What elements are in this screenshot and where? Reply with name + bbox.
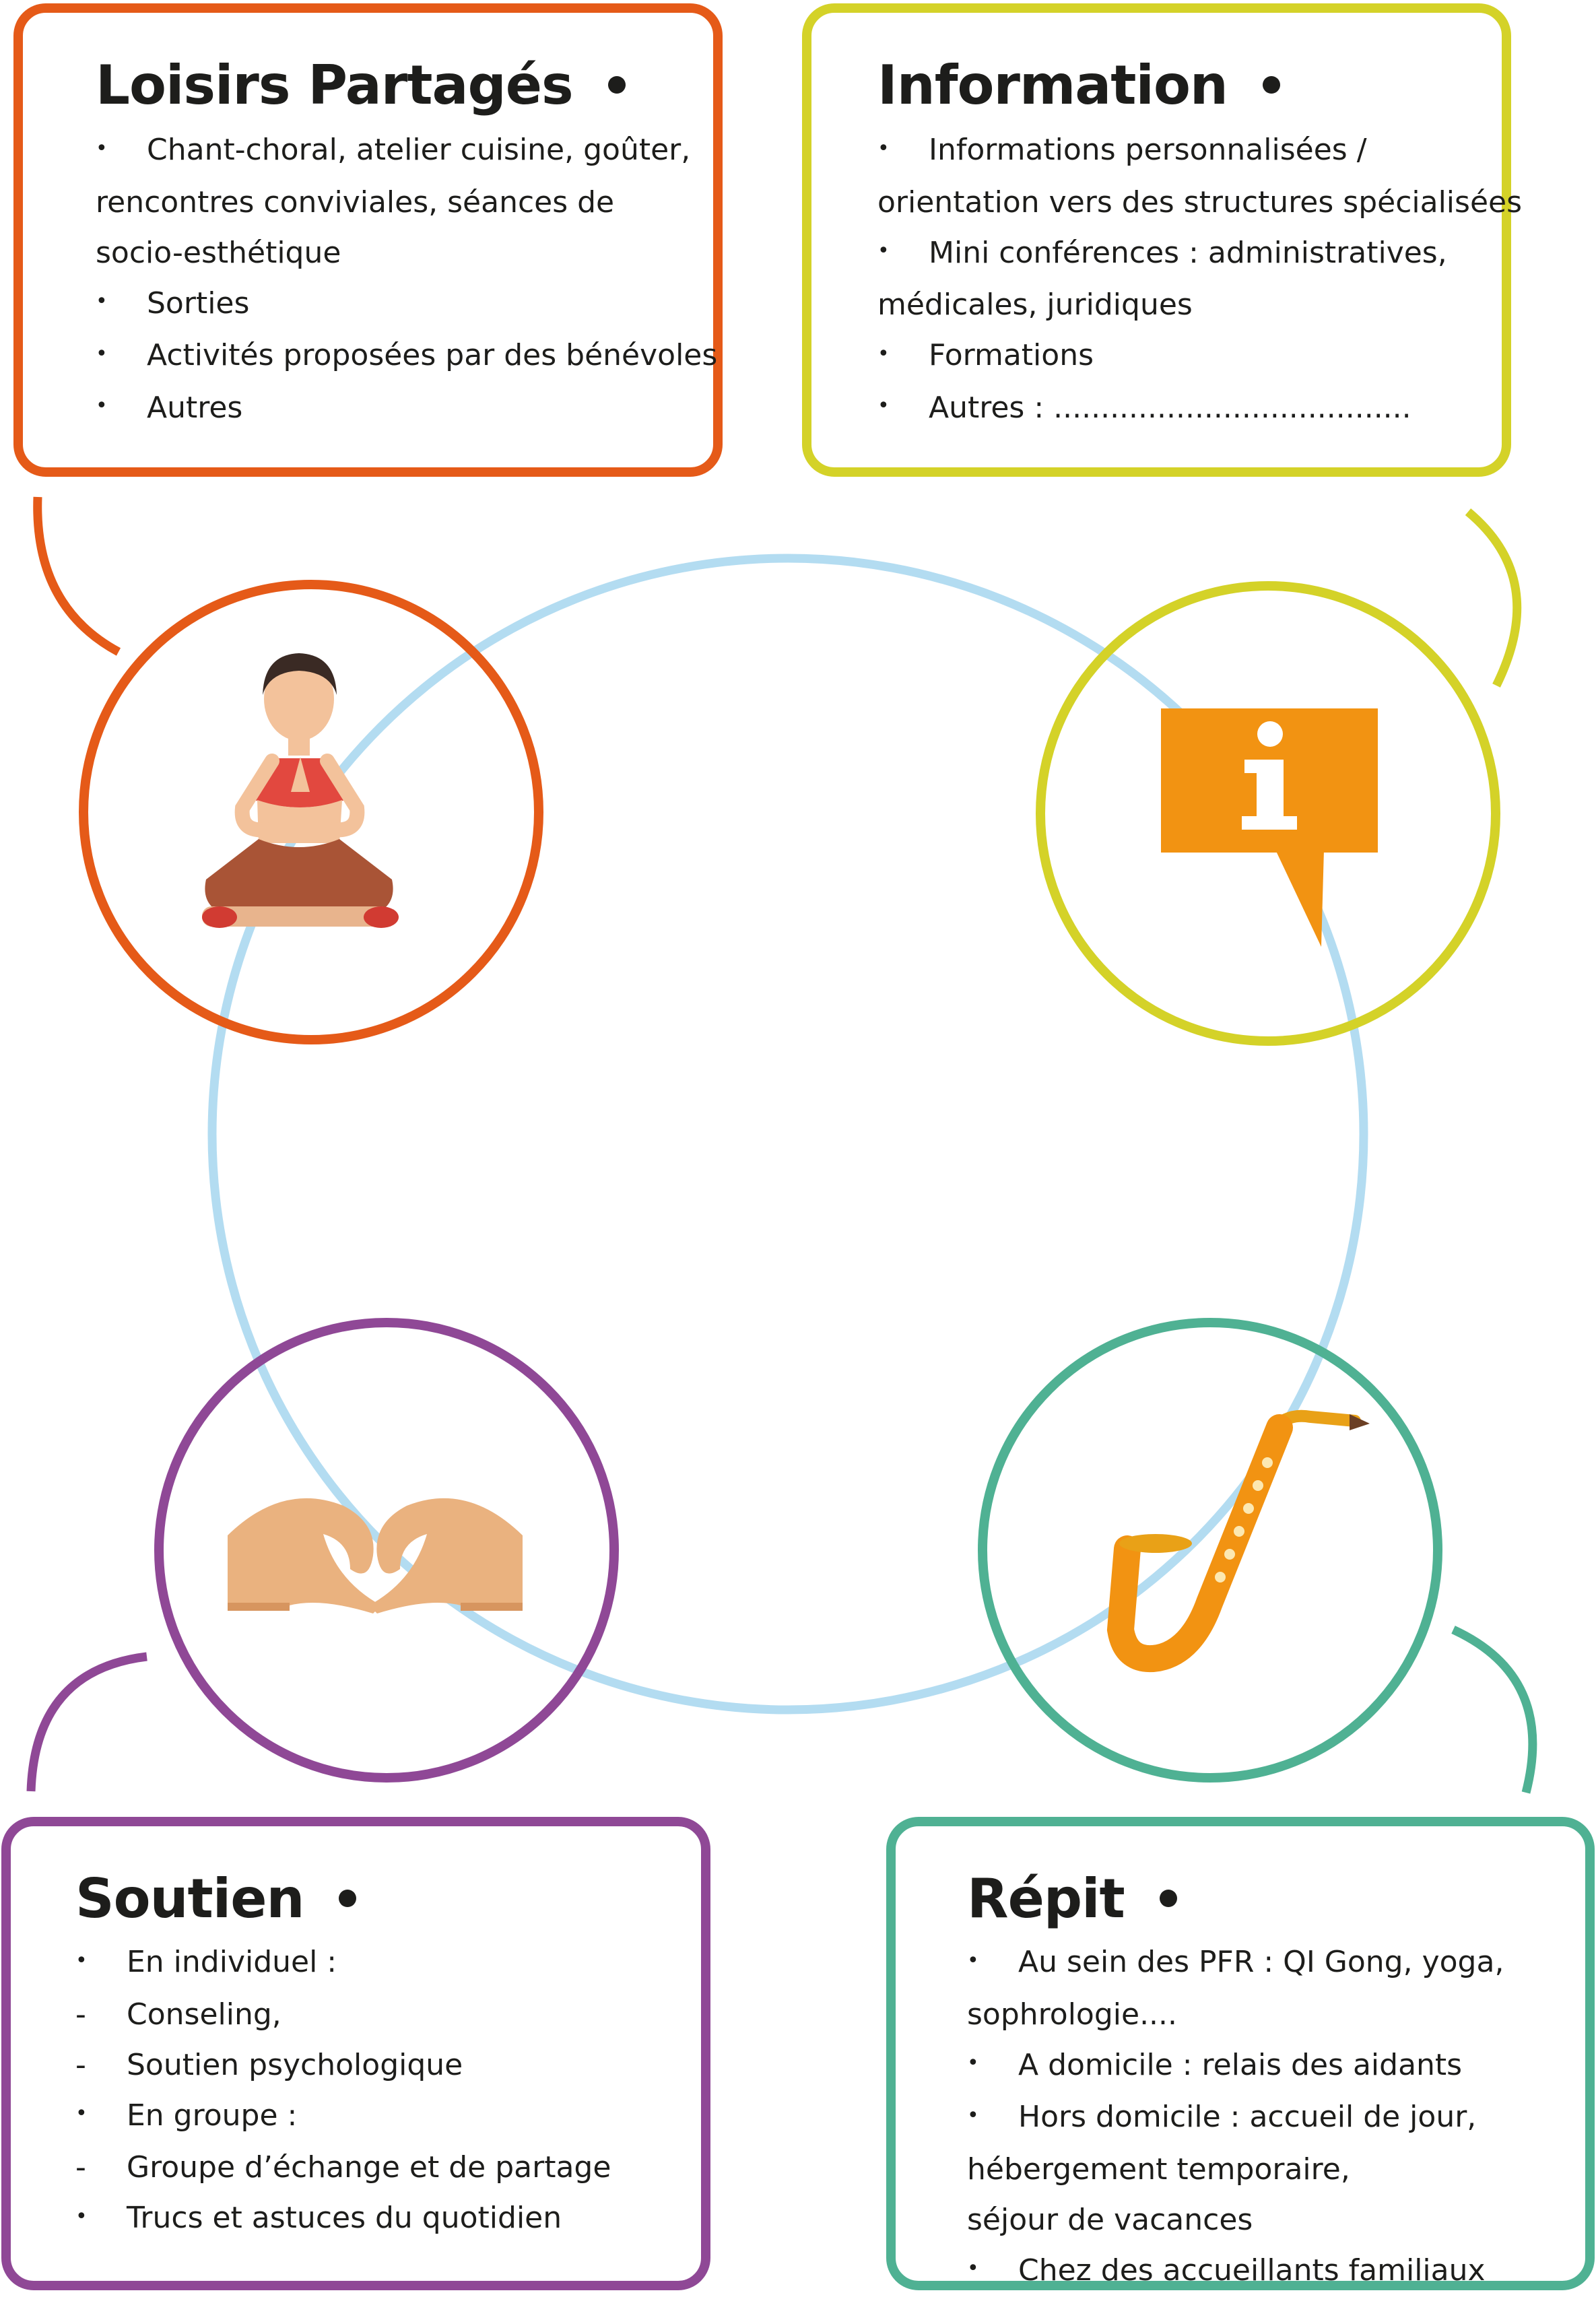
list-item: •Chez des accueillants familiaux (967, 2245, 1504, 2297)
soutien-card: Soutien •En individuel : -Conseling, -So… (1, 1817, 710, 2290)
list-item: •Informations personnalisées / (877, 125, 1522, 177)
list-item: •Au sein des PFR : QI Gong, yoga, (967, 1937, 1504, 1989)
card-title-repit: Répit (967, 1872, 1177, 1926)
heart-hands-icon (228, 1498, 523, 1613)
list-item: -Conseling, (75, 1989, 611, 2040)
card-title-soutien: Soutien (75, 1872, 356, 1926)
connector-arc-loisirs (38, 497, 119, 652)
list-item: -Soutien psychologique (75, 2040, 611, 2090)
list-item-continuation: rencontres conviviales, séances de (96, 177, 717, 228)
list-item-continuation: séjour de vacances (967, 2195, 1504, 2245)
information-card: Information •Informations personnalisées… (802, 3, 1511, 477)
title-dot (339, 1890, 356, 1907)
node-circle-repit (983, 1323, 1438, 1778)
list-item: •En groupe : (75, 2090, 611, 2143)
info-speech-bubble-icon (1161, 708, 1378, 947)
title-dot (1263, 76, 1280, 94)
saxophone-icon (1119, 1414, 1370, 1659)
list-item: •Autres : ..............................… (877, 382, 1522, 435)
list-item-continuation: sophrologie.... (967, 1989, 1504, 2040)
list-item: •Formations (877, 330, 1522, 382)
list-item: •Autres (96, 382, 717, 435)
list-item-continuation: socio-esthétique (96, 228, 717, 278)
title-dot (1160, 1890, 1177, 1907)
meditating-woman-icon (202, 653, 399, 928)
list-item: •Sorties (96, 278, 717, 331)
list-item: •Activités proposées par des bénévoles (96, 330, 717, 382)
list-item: •Hors domicile : accueil de jour, (967, 2092, 1504, 2144)
soutien-list: •En individuel : -Conseling, -Soutien ps… (75, 1937, 611, 2245)
list-item: •Mini conférences : administratives, (877, 228, 1522, 280)
list-item: •Chant-choral, atelier cuisine, goûter, (96, 125, 717, 177)
title-dot (608, 76, 626, 94)
loisirs-partages-card: Loisirs Partagés •Chant-choral, atelier … (13, 3, 723, 477)
repit-card: Répit •Au sein des PFR : QI Gong, yoga, … (886, 1817, 1595, 2290)
information-list: •Informations personnalisées / orientati… (877, 125, 1522, 434)
list-item: •En individuel : (75, 1937, 611, 1989)
list-item: -Groupe d’échange et de partage (75, 2142, 611, 2193)
list-item-continuation: orientation vers des structures spéciali… (877, 177, 1522, 228)
connector-arc-soutien (31, 1657, 147, 1791)
connector-arc-repit (1453, 1630, 1533, 1793)
loisirs-list: •Chant-choral, atelier cuisine, goûter, … (96, 125, 717, 434)
connector-arc-information (1468, 512, 1517, 686)
list-item: •A domicile : relais des aidants (967, 2040, 1504, 2092)
card-title-loisirs: Loisirs Partagés (96, 59, 626, 112)
card-title-information: Information (877, 59, 1280, 112)
repit-list: •Au sein des PFR : QI Gong, yoga, sophro… (967, 1937, 1504, 2297)
list-item-continuation: hébergement temporaire, (967, 2144, 1504, 2195)
list-item: •Trucs et astuces du quotidien (75, 2193, 611, 2245)
list-item-continuation: médicales, juridiques (877, 279, 1522, 330)
